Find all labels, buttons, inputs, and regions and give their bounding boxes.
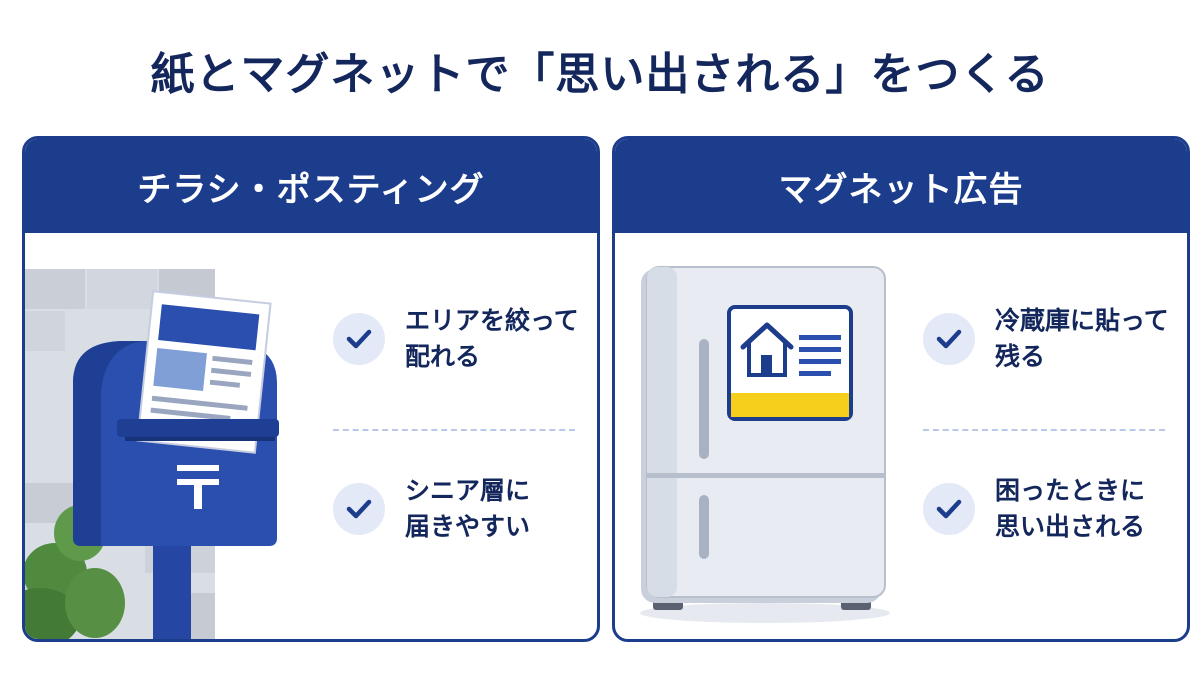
feature-item: シニア層に 届きやすい	[333, 473, 593, 546]
feature-item: エリアを絞って 配れる	[333, 303, 593, 376]
card-flyer-posting: チラシ・ポスティング	[22, 136, 600, 642]
house-magnet	[727, 305, 853, 421]
refrigerator-icon	[640, 266, 890, 623]
flyer	[136, 290, 272, 454]
check-icon	[923, 313, 975, 366]
card-header: チラシ・ポスティング	[25, 139, 597, 233]
mailbox-illustration	[25, 233, 315, 639]
check-icon	[333, 313, 385, 366]
feature-item: 冷蔵庫に貼って 残る	[923, 303, 1183, 376]
feature-list: 冷蔵庫に貼って 残る 困ったときに 思い出される	[905, 233, 1175, 639]
feature-text: 困ったときに 思い出される	[995, 476, 1146, 542]
divider	[333, 429, 575, 431]
check-icon	[923, 483, 975, 536]
mailbox-icon	[25, 269, 279, 639]
card-header: マグネット広告	[615, 139, 1187, 233]
postal-mark-icon	[177, 465, 219, 509]
feature-item: 困ったときに 思い出される	[923, 473, 1183, 546]
divider	[923, 429, 1165, 431]
card-magnet-ad: マグネット広告	[612, 136, 1190, 642]
check-icon	[333, 483, 385, 536]
refrigerator-illustration	[615, 233, 905, 639]
page-title: 紙とマグネットで「思い出される」をつくる	[150, 49, 1050, 100]
feature-text: 冷蔵庫に貼って 残る	[995, 306, 1169, 372]
feature-list: エリアを絞って 配れる シニア層に 届きやすい	[315, 233, 585, 639]
feature-text: シニア層に 届きやすい	[405, 476, 531, 542]
house-icon	[740, 322, 794, 377]
feature-text: エリアを絞って 配れる	[405, 306, 579, 372]
